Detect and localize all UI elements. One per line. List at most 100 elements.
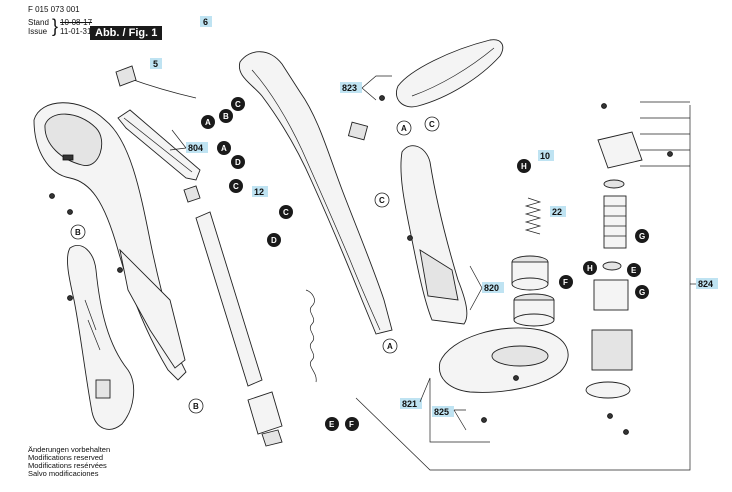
callout-e-1: E [627,263,641,277]
leader-821 [419,377,490,443]
fan-wheel [585,381,631,399]
stand-label: Stand [28,18,49,27]
callout-f-1: F [559,275,573,289]
callout-outline-c-1: C [374,192,390,208]
callout-e-2: E [325,417,339,431]
callout-c-2: C [229,179,243,193]
issue-label: Issue [28,27,48,36]
switch-cover [396,39,504,108]
part-6-label: 6 [203,17,208,27]
part-12-label: 12 [254,187,264,197]
housing-vents [84,299,101,351]
part-10-label: 10 [540,151,550,161]
svg-text:B: B [223,112,229,121]
callout-c-3: C [279,205,293,219]
svg-text:B: B [75,228,81,237]
guard-hub [491,345,549,367]
part-820-highlight [482,282,504,293]
callout-f-2: F [345,417,359,431]
svg-text:C: C [429,120,435,129]
svg-text:F: F [349,420,354,429]
new-date: 11-01-31 [60,27,92,36]
leader-820 [469,265,483,311]
svg-text:A: A [387,342,393,351]
callout-h-1: H [517,159,531,173]
coiled-cable [305,289,317,383]
svg-text:H: H [587,264,593,273]
svg-text:E: E [631,266,637,275]
callout-d-1: D [231,155,245,169]
stator [593,279,629,311]
bracket-edge [123,117,193,173]
figure-label: Abb. / Fig. 1 [90,26,163,40]
part-824-highlight [696,278,718,289]
part-5-highlight [150,58,162,69]
svg-text:C: C [283,208,289,217]
motor-housing [591,329,633,371]
bearing-upper [603,179,625,189]
bearing-lower [602,261,622,271]
part-804-label: 804 [188,143,203,153]
part-820-label: 820 [484,283,499,293]
leader-804 [169,129,187,151]
callout-outline-a-2: A [382,338,398,354]
svg-text:C: C [235,100,241,109]
handle-lower-section [119,248,186,369]
cover-edge [411,47,495,97]
callout-g-1: G [635,229,649,243]
part-821-label: 821 [402,399,417,409]
part-823-highlight [340,82,362,93]
callout-h-2: H [583,261,597,275]
part-821-highlight [400,398,422,409]
handle-grip-opening [44,113,103,166]
main-housing-arm [238,51,393,335]
svg-text:C: C [379,196,385,205]
footer-line-2: Modifications reserved [28,453,104,462]
left-housing-shell [67,245,135,430]
svg-text:G: G [639,288,645,297]
svg-text:H: H [521,162,527,171]
part-22-label: 22 [552,207,562,217]
callout-a-1: A [201,115,215,129]
callout-g-2: G [635,285,649,299]
callout-outline-b-2: B [188,398,204,414]
motor-bracket-ticks [640,117,690,167]
callout-outline-b-1: B [70,224,86,240]
spool-bottom [511,277,549,291]
svg-text:B: B [193,402,199,411]
header-brace: } [52,16,59,36]
svg-text:A: A [205,118,211,127]
part-825-label: 825 [434,407,449,417]
svg-text:D: D [235,158,241,167]
callout-d-2: D [267,233,281,247]
shaft-tube [195,211,263,387]
callout-c-1: C [231,97,245,111]
part-823-label: 823 [342,83,357,93]
svg-text:A: A [221,144,227,153]
callout-outline-a-1: A [396,120,412,136]
shaft-clip [261,429,283,447]
svg-text:D: D [271,236,277,245]
mains-cable [127,77,197,99]
part-10-highlight [538,150,554,161]
shaft-cap-top [183,185,201,203]
part-5-label: 5 [153,59,158,69]
svg-text:C: C [233,182,239,191]
footer-line-1: Änderungen vorbehalten [28,445,111,454]
housing-seam [251,69,381,331]
shaft-end-cap [247,391,283,435]
spring [524,197,542,235]
housing-clip [347,121,369,141]
leader-823 [361,75,392,101]
svg-text:F: F [563,278,568,287]
svg-text:G: G [639,232,645,241]
doc-number: F 015 073 001 [28,5,80,14]
footer-line-3: Modifications resérvées [28,461,107,470]
part-12-highlight [252,186,268,197]
right-shell-recess [419,249,459,301]
motor-brush-holder [597,131,643,169]
footer-line-4: Salvo modificaciones [28,469,99,478]
svg-text:A: A [401,124,407,133]
screw-set [49,95,673,435]
part-824-label: 824 [698,279,713,289]
